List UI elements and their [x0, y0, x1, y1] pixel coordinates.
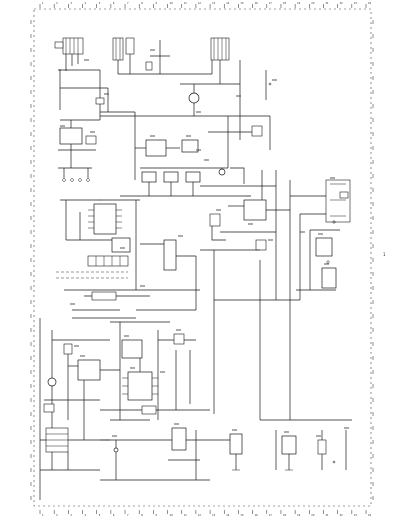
bottom-zone-label: 19	[297, 514, 301, 517]
upper-right-connector-block	[180, 37, 272, 140]
top-zone-label: 19	[297, 2, 301, 5]
bottom-output-terminals	[100, 419, 352, 481]
bottom-zone-label: 7	[127, 514, 129, 517]
top-zone-label: 24	[368, 2, 372, 5]
center-ic-cluster	[120, 139, 250, 197]
right-transformer-block	[200, 170, 290, 300]
lower-left-power-block	[39, 318, 120, 500]
top-zone-label: 11	[184, 2, 188, 5]
upper-center-switch-block	[112, 37, 212, 75]
upper-bus-wires	[100, 112, 271, 180]
bottom-zone-label: 4	[85, 514, 87, 517]
bottom-zone-label: 1	[42, 514, 44, 517]
top-zone-label: 22	[340, 2, 344, 5]
bottom-zone-label: 3	[70, 514, 72, 517]
top-zone-label: 2	[56, 2, 58, 5]
far-right-output-block	[290, 179, 351, 300]
top-zone-label: 5	[99, 2, 101, 5]
right-margin-label: 1	[383, 252, 386, 257]
bottom-zone-label: 14	[226, 514, 230, 517]
bottom-zone-label: 24	[368, 514, 372, 517]
bottom-zone-label: 21	[325, 514, 329, 517]
top-zone-label: 17	[269, 2, 273, 5]
left-middle-pin-rows	[56, 255, 200, 319]
sheet-border	[33, 8, 372, 507]
top-zone-label: 4	[85, 2, 87, 5]
top-zone-label: 20	[311, 2, 315, 5]
top-zone-label: 7	[127, 2, 129, 5]
bottom-zone-label: 18	[283, 514, 287, 517]
bottom-zone-label: 16	[255, 514, 259, 517]
left-middle-ic-bank	[60, 199, 196, 290]
top-zone-label: 23	[354, 2, 358, 5]
top-zone-label: 8	[141, 2, 143, 5]
top-zone-label: 1	[42, 2, 44, 5]
top-zone-label: 9	[155, 2, 157, 5]
top-zone-label: 14	[226, 2, 230, 5]
bottom-zone-label: 9	[155, 514, 157, 517]
component-label-marks	[60, 49, 349, 437]
bottom-zone-label: 15	[240, 514, 244, 517]
top-zone-label: 18	[283, 2, 287, 5]
input-connector-block	[54, 37, 100, 110]
top-zone-label: 13	[212, 2, 216, 5]
top-zone-label: 12	[198, 2, 202, 5]
bottom-zone-label: 2	[56, 514, 58, 517]
side-zone-ruler	[30, 20, 374, 500]
bottom-zone-label: 20	[311, 514, 315, 517]
regulator-stage-upper-left	[58, 70, 135, 182]
bottom-zone-label: 5	[99, 514, 101, 517]
lower-center-driver-block	[100, 321, 210, 421]
bottom-zone-label: 12	[198, 514, 202, 517]
bottom-zone-label: 10	[170, 514, 174, 517]
top-zone-label: 3	[70, 2, 72, 5]
bottom-zone-label: 8	[141, 514, 143, 517]
bottom-zone-label: 23	[354, 514, 358, 517]
bottom-zone-label: 13	[212, 514, 216, 517]
top-zone-label: 6	[113, 2, 115, 5]
top-zone-label: 16	[255, 2, 259, 5]
bottom-zone-label: 17	[269, 514, 273, 517]
bottom-zone-label: 22	[340, 514, 344, 517]
top-zone-label: 10	[170, 2, 174, 5]
right-vertical-wires	[200, 180, 300, 420]
bottom-zone-label: 6	[113, 514, 115, 517]
top-zone-label: 21	[325, 2, 329, 5]
bottom-zone-label: 11	[184, 514, 188, 517]
top-zone-label: 15	[240, 2, 244, 5]
